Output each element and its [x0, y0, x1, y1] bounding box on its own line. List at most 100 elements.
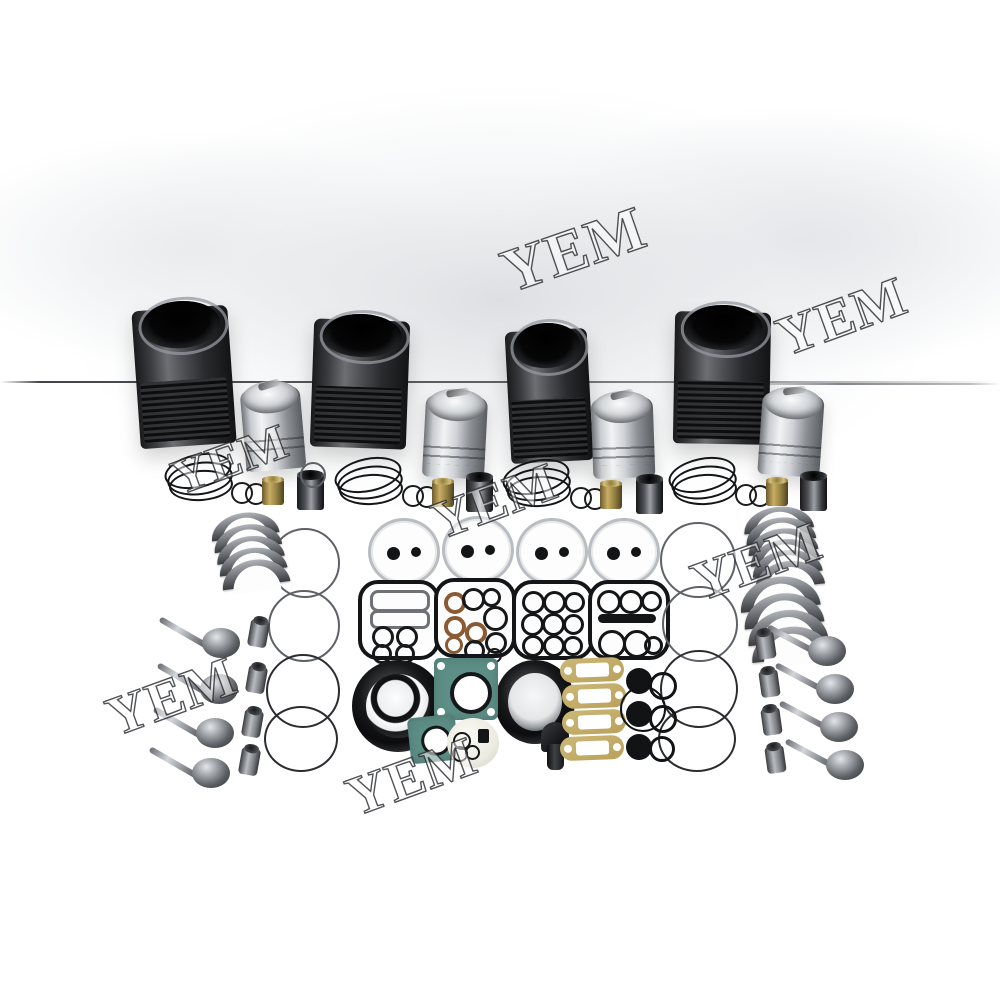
- wrist-pin-bore: [466, 472, 493, 482]
- valve-head: [192, 758, 230, 788]
- lifter-bore: [765, 741, 782, 753]
- liner-seal-oring: [268, 590, 340, 662]
- copper-washer: [444, 616, 466, 638]
- gasket-port: [607, 547, 620, 560]
- seal-kit-panel: [588, 580, 670, 660]
- piston-crown: [592, 388, 651, 424]
- gasket-bolt-hole: [487, 708, 495, 716]
- rod-bushing: [262, 475, 284, 505]
- piston-crown-mark: [782, 385, 806, 397]
- piston-ring-grooves: [422, 441, 486, 467]
- engine-valve: [778, 694, 866, 742]
- lifter-bore: [761, 703, 778, 715]
- cylinder-liner: [131, 293, 237, 450]
- gasket-port: [577, 688, 612, 704]
- engine-valve: [766, 618, 854, 666]
- o-ring: [522, 591, 545, 614]
- rod-bushing: [766, 476, 788, 506]
- rubber-strip: [598, 614, 656, 623]
- rod-bushing: [432, 477, 454, 507]
- gasket-port: [535, 547, 548, 560]
- gasket-bolt-hole: [563, 666, 573, 675]
- plate-hole: [465, 745, 480, 760]
- cylinder-liner: [672, 300, 772, 445]
- gasket-port: [387, 547, 400, 560]
- engine-valve: [158, 608, 246, 658]
- gasket-port: [461, 545, 474, 558]
- cover-gasket-teal: [434, 658, 498, 720]
- piston-ring-set: [331, 451, 405, 507]
- seal-ring: [482, 588, 501, 607]
- gasket-port: [559, 547, 569, 557]
- exhaust-manifold-gasket: [561, 682, 627, 710]
- lifter-bore: [759, 665, 776, 677]
- gasket-bolt-hole: [565, 718, 575, 727]
- gasket-bolt-hole: [563, 744, 573, 753]
- valve-head: [826, 750, 864, 780]
- piston-ring-grooves: [592, 443, 655, 467]
- liner-flange: [680, 300, 772, 359]
- valve-head: [820, 712, 858, 742]
- gasket-bolt-hole: [612, 742, 622, 752]
- bushing-bore: [600, 479, 622, 488]
- seal-kit-panel: [434, 578, 516, 663]
- o-ring: [564, 592, 585, 613]
- o-ring: [563, 614, 584, 635]
- o-ring: [619, 590, 643, 614]
- wrist-pin: [800, 471, 827, 511]
- valve-lifter: [758, 665, 781, 699]
- exhaust-manifold-gasket: [559, 656, 625, 684]
- gasket-port: [631, 547, 641, 557]
- backdrop-seam-right: [0, 383, 1000, 385]
- liner-cooling-fins: [511, 396, 589, 459]
- gasket-bolt-hole: [437, 662, 445, 670]
- piston: [757, 384, 825, 479]
- o-ring: [542, 613, 565, 636]
- liner-seal-oring: [264, 706, 338, 772]
- o-ring: [598, 630, 626, 658]
- gasket-bolt-hole: [487, 662, 495, 670]
- copper-washer: [445, 636, 463, 654]
- gasket-bolt-hole: [612, 664, 622, 674]
- wrist-pin-bore: [800, 471, 827, 481]
- o-ring: [597, 590, 621, 614]
- piston: [590, 388, 656, 480]
- rubber-oring: [620, 686, 666, 732]
- gasket-port: [411, 547, 421, 557]
- liner-seal-oring: [300, 462, 326, 488]
- oil-seal-bore: [508, 673, 562, 731]
- rubber-oring: [649, 736, 675, 762]
- gasket-bore: [450, 672, 492, 714]
- wrist-pin: [636, 474, 663, 514]
- o-ring: [521, 613, 544, 636]
- o-ring: [543, 635, 565, 657]
- o-ring: [563, 636, 583, 656]
- wrist-pin: [466, 472, 493, 512]
- rod-bearing-shell-stack: [208, 507, 295, 597]
- head-gasket: [516, 518, 588, 586]
- cover-gasket-strip: [370, 590, 430, 612]
- liner-cooling-fins: [676, 379, 765, 440]
- rubber-seal-cluster: [620, 668, 680, 764]
- seal-ring: [483, 606, 508, 631]
- gasket-port: [575, 740, 610, 756]
- o-ring: [543, 591, 566, 614]
- o-ring: [644, 636, 663, 655]
- o-ring: [641, 591, 662, 612]
- head-gasket: [368, 518, 440, 586]
- engine-valve: [152, 698, 240, 748]
- exhaust-manifold-gasket: [561, 708, 627, 736]
- piston-crown-mark: [445, 387, 470, 399]
- piston-ring-set: [665, 451, 739, 507]
- o-ring: [522, 635, 544, 657]
- valve-head: [202, 628, 240, 658]
- seal-kit-panel: [358, 580, 440, 664]
- engine-valve: [784, 732, 872, 780]
- seal-kit-panel: [512, 580, 594, 660]
- liner-cooling-fins: [313, 385, 403, 445]
- cylinder-liner: [504, 317, 594, 465]
- engine-valve: [148, 738, 236, 788]
- lifter-bore: [755, 627, 772, 639]
